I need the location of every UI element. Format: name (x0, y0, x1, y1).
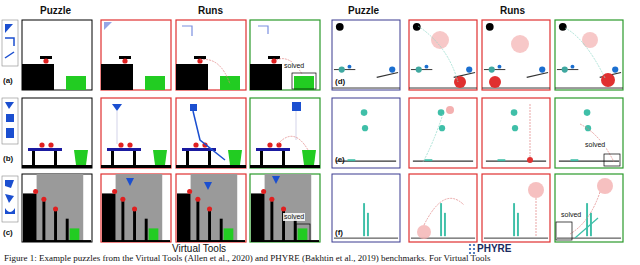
solved-tag: solved (283, 213, 305, 221)
panel-letter: (e) (335, 156, 345, 165)
column-header: Runs (500, 5, 525, 16)
row-c (22, 174, 320, 242)
column-header: Puzzle (348, 5, 379, 16)
panel-letter: (f) (335, 229, 343, 238)
tool-strip (2, 20, 18, 222)
panel-letter: (c) (3, 229, 13, 238)
figure-caption: Figure 1: Example puzzles from the Virtu… (4, 254, 490, 264)
column-header: Runs (198, 5, 223, 16)
row-f (332, 174, 623, 242)
solved-tag: solved (283, 62, 305, 70)
row-e (332, 98, 623, 168)
benchmark-name: Virtual Tools (172, 243, 226, 254)
phyre-logo-icon (469, 244, 475, 254)
row-d (332, 20, 623, 90)
benchmark-logo: PHYRE (477, 243, 511, 254)
solved-tag: solved (584, 141, 606, 149)
column-header: Puzzle (40, 5, 71, 16)
panel-letter: (b) (3, 155, 13, 164)
row-a (22, 20, 320, 90)
panel-letter: (a) (3, 77, 13, 86)
row-b (22, 98, 320, 168)
solved-tag: solved (560, 211, 582, 219)
panel-letter: (d) (335, 78, 345, 87)
